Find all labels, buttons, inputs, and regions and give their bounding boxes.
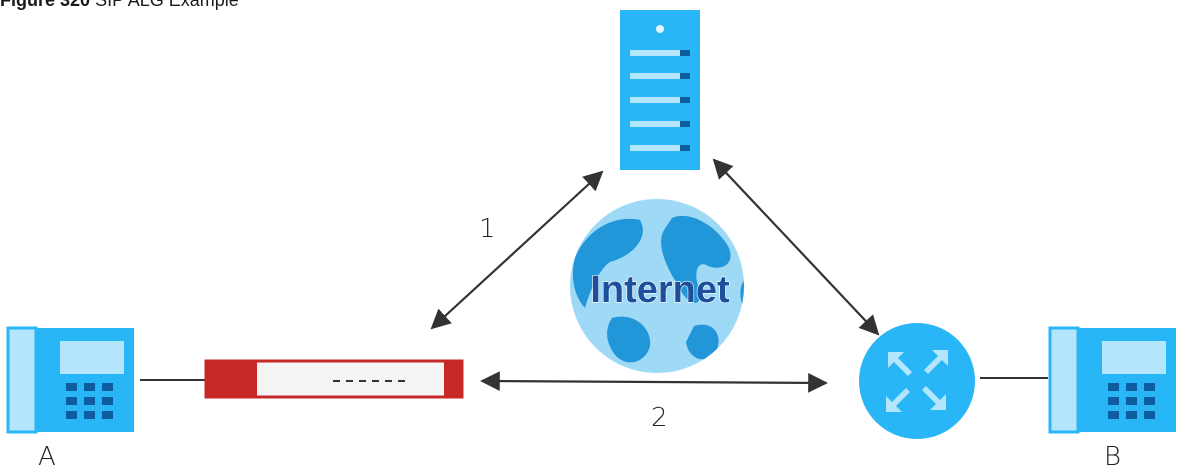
figure-number: Figure 320 xyxy=(0,0,91,10)
path-label-2: 2 xyxy=(651,403,668,433)
router-icon xyxy=(859,323,975,439)
arrow-server-router xyxy=(712,158,880,336)
endpoint-label-a: A xyxy=(38,442,56,472)
arrow-2 xyxy=(480,371,828,393)
endpoint-label-b: B xyxy=(1104,442,1122,472)
firewall-icon xyxy=(204,359,464,399)
phone-b-icon xyxy=(1048,326,1176,434)
path-label-1: 1 xyxy=(479,214,496,244)
globe-label: Internet xyxy=(590,269,730,311)
connection-lines xyxy=(140,158,1048,393)
internet-globe-icon: Internet xyxy=(570,199,744,373)
arrow-1 xyxy=(430,170,604,330)
figure-caption: Figure 320 SIP ALG Example xyxy=(0,0,239,11)
figure-title: SIP ALG Example xyxy=(95,0,239,10)
server-icon xyxy=(620,10,700,170)
phone-a-icon xyxy=(6,326,134,434)
